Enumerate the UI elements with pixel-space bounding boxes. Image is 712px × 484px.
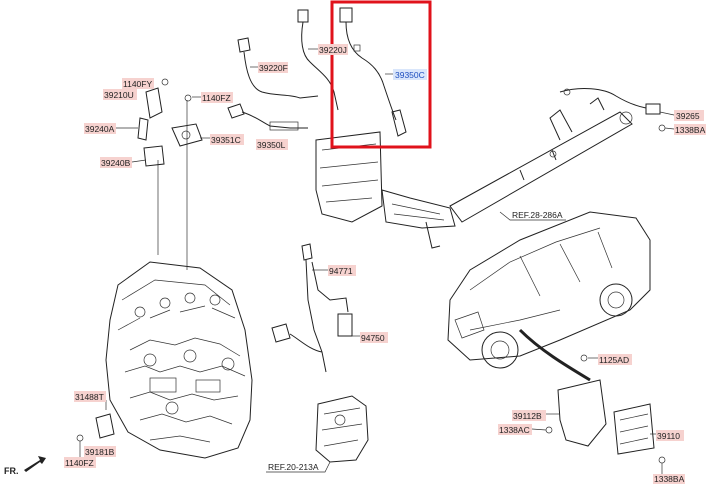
sensor-39265 xyxy=(559,88,666,132)
camshaft-sensor-group xyxy=(137,78,203,167)
label-39220F: 39220F xyxy=(259,63,288,73)
label-39112B: 39112B xyxy=(513,411,542,421)
label-39265: 39265 xyxy=(676,111,700,121)
highlight-box xyxy=(330,0,432,149)
oxygen-sensor-39350C xyxy=(339,7,407,137)
label-1338BA-top: 1338BA xyxy=(675,125,706,135)
front-arrow-icon xyxy=(24,456,46,472)
egt-sensor-cables xyxy=(227,37,319,131)
catalytic-converter xyxy=(315,131,456,249)
pressure-sensor-group xyxy=(271,243,369,463)
label-39240A: 39240A xyxy=(85,124,115,134)
sensor-39181B xyxy=(76,400,115,442)
label-1338BA-bottom: 1338BA xyxy=(654,474,685,484)
label-1338AC: 1338AC xyxy=(499,425,530,435)
label-39350L: 39350L xyxy=(257,140,286,150)
label-ref-20-213A: REF.20-213A xyxy=(268,462,319,472)
ecu-group xyxy=(545,354,666,464)
front-direction-marker: FR. xyxy=(4,456,46,476)
label-31488T: 31488T xyxy=(75,392,104,402)
label-39351C: 39351C xyxy=(211,135,241,145)
label-39210U: 39210U xyxy=(104,90,134,100)
label-fr: FR. xyxy=(4,466,19,476)
label-39110: 39110 xyxy=(657,431,680,441)
engine-block xyxy=(105,261,253,459)
vehicle xyxy=(447,211,651,369)
label-94750: 94750 xyxy=(361,333,385,343)
exhaust-pipe xyxy=(449,109,633,223)
label-1140FY: 1140FY xyxy=(123,79,152,89)
label-39220J: 39220J xyxy=(319,45,347,55)
label-39240B: 39240B xyxy=(101,158,131,168)
label-39181B: 39181B xyxy=(85,447,115,457)
label-94771: 94771 xyxy=(329,266,353,276)
label-1140FZ-bottom: 1140FZ xyxy=(65,458,94,468)
label-ref-28-286A: REF.28-286A xyxy=(512,210,563,220)
label-1125AD: 1125AD xyxy=(599,355,629,365)
label-1140FZ-top: 1140FZ xyxy=(202,93,231,103)
label-39350C: 39350C xyxy=(395,70,425,80)
part-labels: 39220J 39220F 39350C 1140FY 39210U 1140F… xyxy=(64,44,706,484)
